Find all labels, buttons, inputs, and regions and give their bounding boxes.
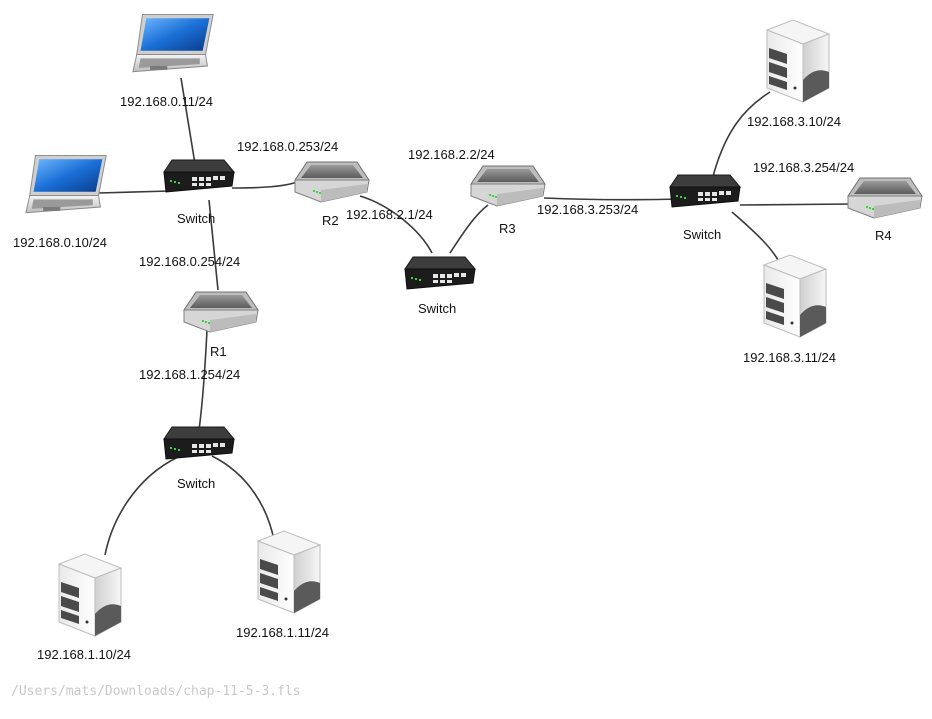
switch-icon[interactable] xyxy=(404,256,476,290)
link-r2-switch-c xyxy=(359,195,433,254)
ip-label: 192.168.1.10/24 xyxy=(37,647,131,662)
router-label: R4 xyxy=(875,228,892,243)
ip-label: 192.168.0.254/24 xyxy=(139,254,240,269)
router-icon[interactable] xyxy=(294,161,370,203)
switch-icon[interactable] xyxy=(163,159,235,193)
link-laptop-top-switch-a xyxy=(180,77,197,171)
link-switch-c-r3 xyxy=(449,204,489,254)
switch-icon[interactable] xyxy=(163,426,235,460)
ip-label: 192.168.0.10/24 xyxy=(13,235,107,250)
link-switch-d-r4 xyxy=(739,203,853,206)
link-r1-switch-b xyxy=(198,329,208,431)
ip-label: 192.168.1.254/24 xyxy=(139,367,240,382)
server-icon[interactable] xyxy=(763,254,827,338)
ip-label: 192.168.3.254/24 xyxy=(753,160,854,175)
router-icon[interactable] xyxy=(183,291,259,333)
link-switch-d-server-mid xyxy=(731,211,783,269)
labels: 192.168.0.11/24 192.168.0.10/24 Switch 1… xyxy=(13,94,892,662)
switch-label: Switch xyxy=(683,227,721,242)
link-r3-switch-d xyxy=(543,197,681,201)
link-switch-d-server-top xyxy=(711,91,771,181)
router-label: R1 xyxy=(210,344,227,359)
ip-label: 192.168.3.11/24 xyxy=(743,350,836,365)
server-icon[interactable] xyxy=(766,19,830,103)
ip-label: 192.168.0.11/24 xyxy=(120,94,213,109)
server-icon[interactable] xyxy=(257,530,321,614)
laptop-icon[interactable] xyxy=(25,154,107,214)
router-label: R3 xyxy=(499,221,516,236)
ip-label: 192.168.3.253/24 xyxy=(537,202,638,217)
laptop-icon[interactable] xyxy=(132,13,214,73)
link-switch-b-server-1-10 xyxy=(104,456,179,556)
link-laptop-left-switch-a xyxy=(97,190,171,194)
router-icon[interactable] xyxy=(470,165,546,207)
link-switch-a-r2 xyxy=(231,180,301,189)
router-icon[interactable] xyxy=(847,177,923,219)
link-switch-a-r1 xyxy=(208,199,219,291)
file-path: /Users/mats/Downloads/chap-11-5-3.fls xyxy=(11,684,301,699)
link-switch-b-server-1-11 xyxy=(211,455,275,541)
router-label: R2 xyxy=(322,213,339,228)
links xyxy=(97,77,853,556)
ip-label: 192.168.2.2/24 xyxy=(408,147,495,162)
ip-label: 192.168.1.11/24 xyxy=(236,625,329,640)
server-icon[interactable] xyxy=(58,553,122,637)
switch-label: Switch xyxy=(177,476,215,491)
switch-label: Switch xyxy=(418,301,456,316)
ip-label: 192.168.0.253/24 xyxy=(237,139,338,154)
ip-label: 192.168.2.1/24 xyxy=(346,207,433,222)
switch-icon[interactable] xyxy=(669,174,741,208)
ip-label: 192.168.3.10/24 xyxy=(747,114,841,129)
switch-label: Switch xyxy=(177,211,215,226)
